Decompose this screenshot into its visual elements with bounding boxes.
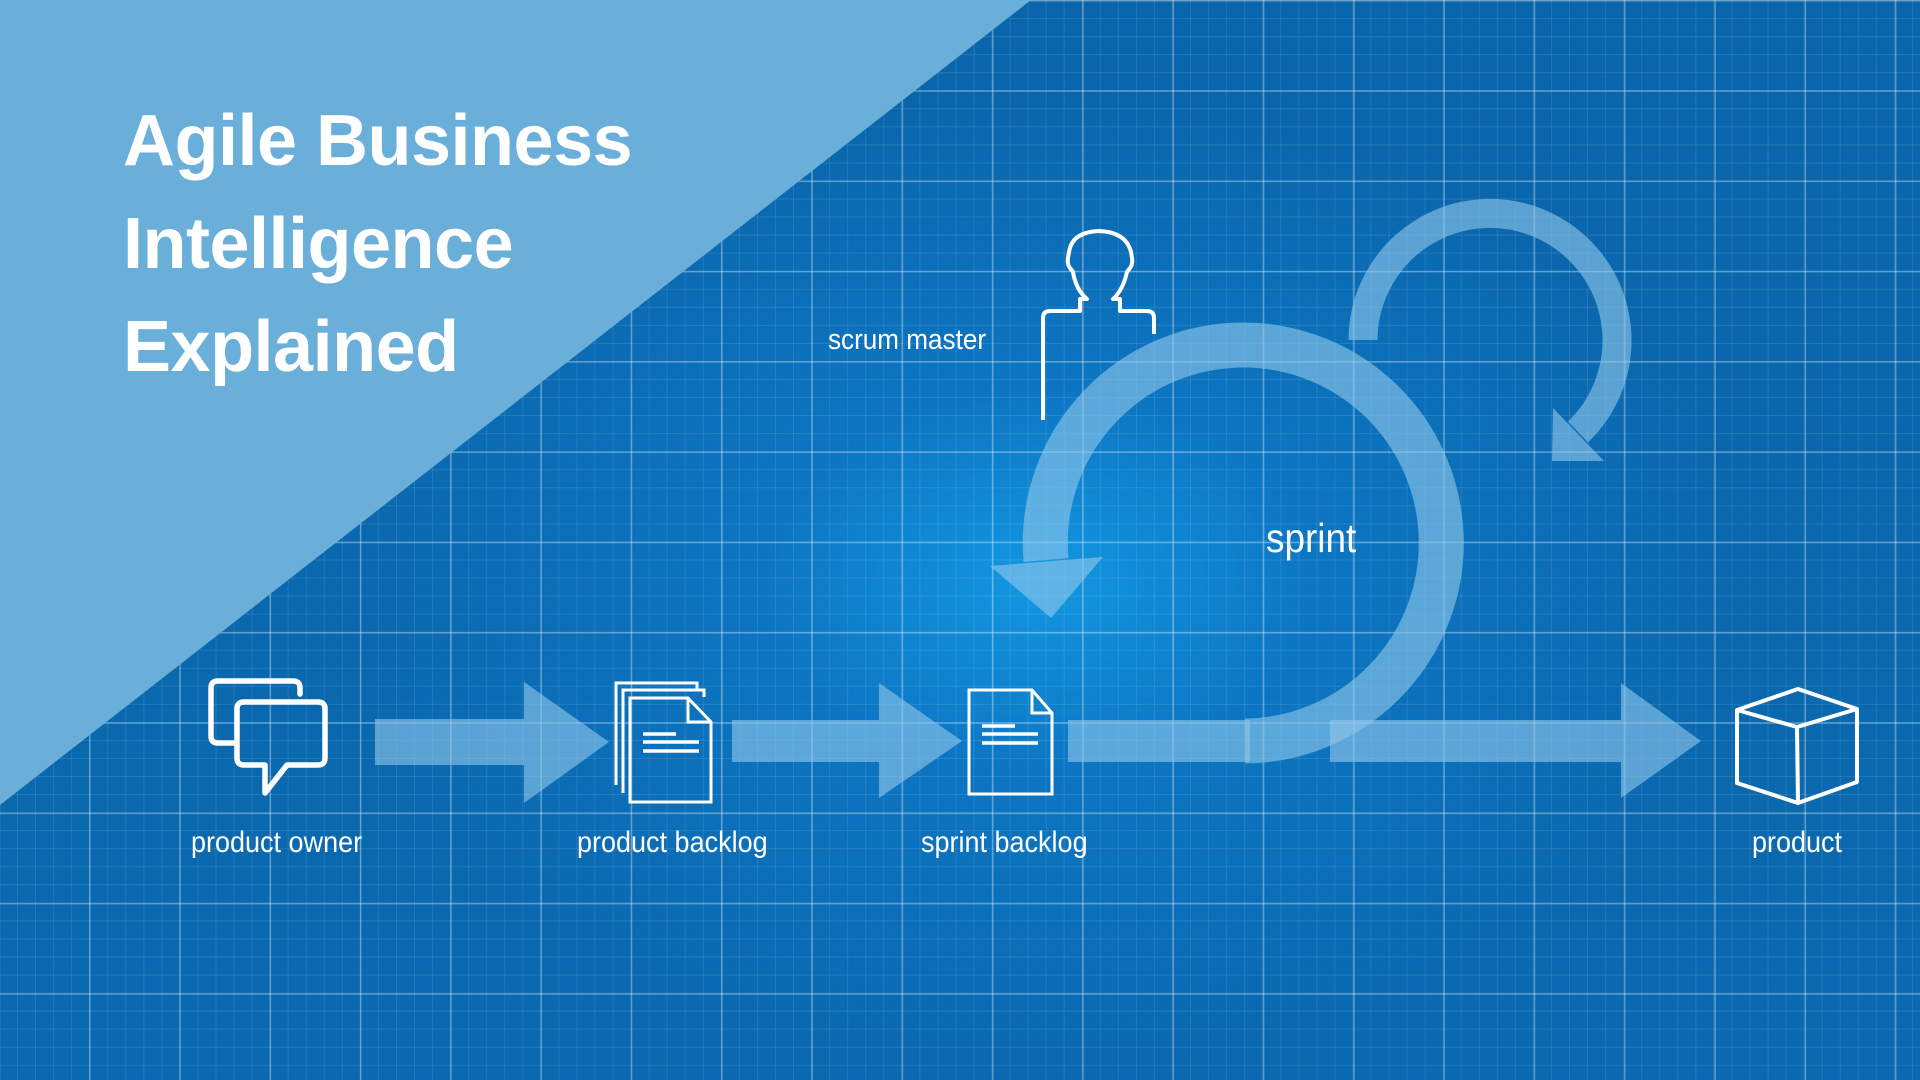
flow-arrow-sprint-to-product [1330, 683, 1701, 798]
document-stack-icon [614, 681, 713, 804]
flow-arrow-sprint-backlog-to-sprint [1068, 720, 1250, 762]
title-line-2: Intelligence [123, 204, 514, 284]
cube-icon [1735, 687, 1859, 805]
sprint-cycle-arrow-icon [1022, 322, 1464, 764]
title-panel [0, 0, 1031, 805]
daily-cycle-arrowhead [1552, 408, 1604, 461]
flow-arrow-owner-to-backlog [375, 682, 609, 803]
sprint-cycle-arrowhead [990, 557, 1103, 618]
scrum-master-label: scrum master [828, 324, 987, 356]
product-label: product [1752, 826, 1843, 859]
product-backlog-label: product backlog [577, 826, 768, 859]
sprint-label: sprint [1266, 515, 1357, 561]
chat-bubbles-icon [208, 678, 328, 796]
title-line-3: Explained [123, 307, 459, 387]
sprint-backlog-label: sprint backlog [921, 826, 1088, 859]
title-line-1: Agile Business [123, 101, 633, 181]
daily-cycle-ring [1348, 199, 1632, 443]
flow-arrow-backlog-to-sprint-backlog [732, 683, 962, 798]
person-icon [1041, 229, 1156, 420]
page-title: Agile Business Intelligence Explained [123, 90, 633, 399]
product-owner-label: product owner [191, 826, 363, 859]
document-icon [967, 688, 1054, 796]
sprint-cycle-ring [1022, 322, 1464, 764]
